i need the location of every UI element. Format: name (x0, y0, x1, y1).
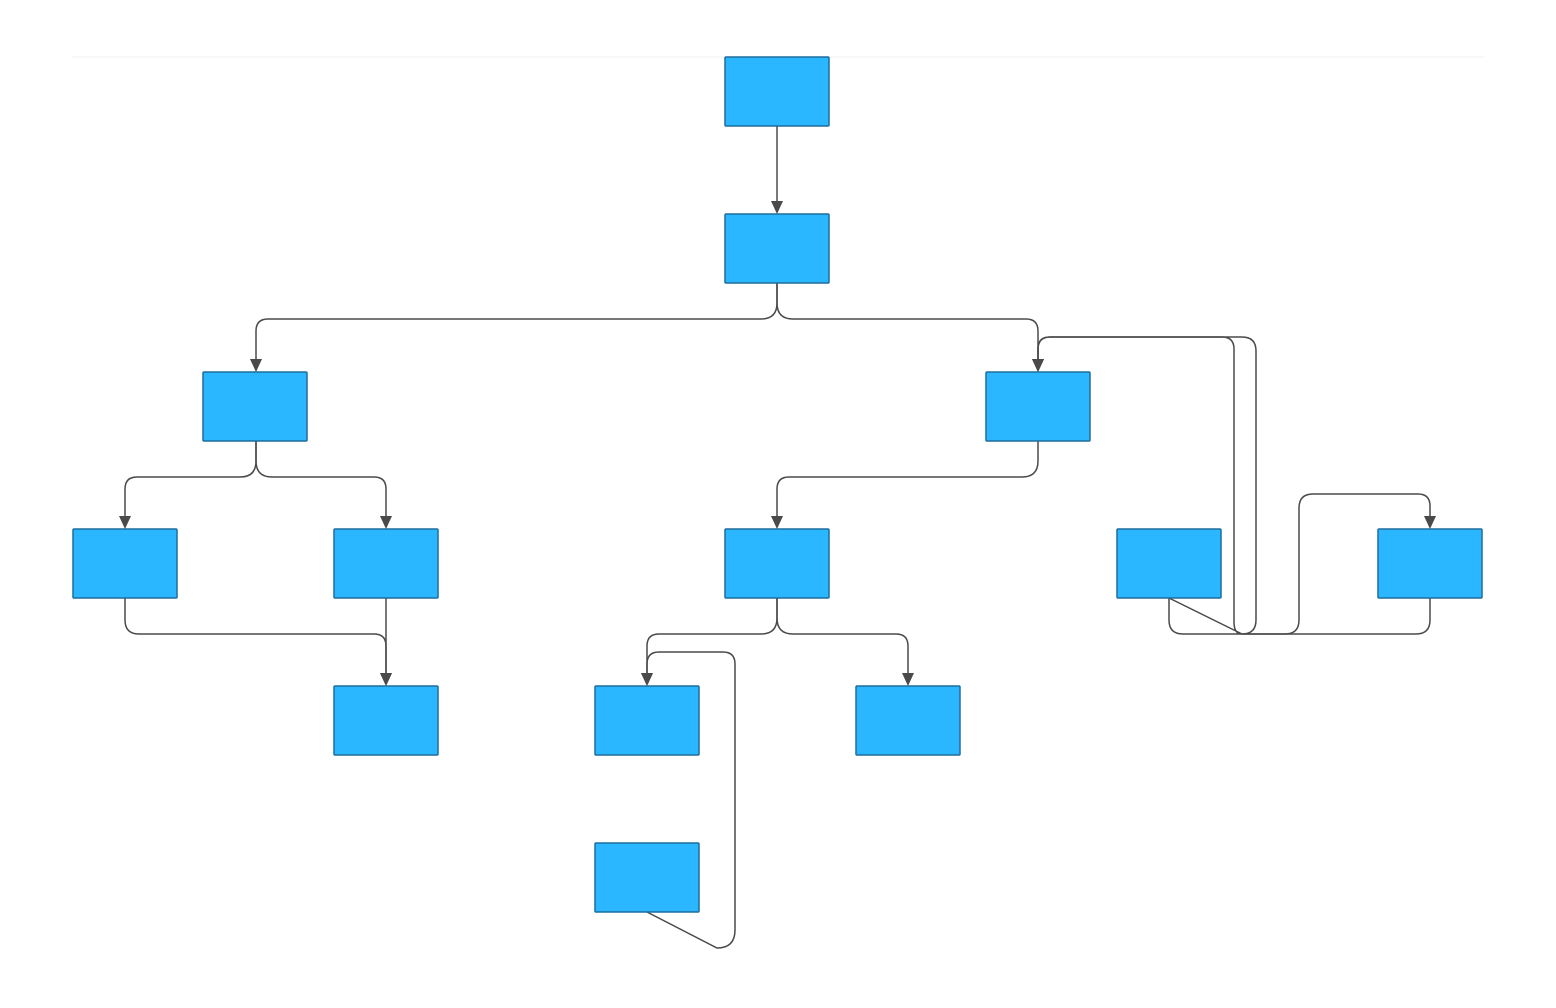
connector-line[interactable] (1168, 493, 1431, 635)
node-n11[interactable] (594, 685, 700, 756)
nodes-layer (72, 56, 1483, 913)
node-n4[interactable] (985, 371, 1091, 442)
node-n2[interactable] (724, 213, 830, 284)
node-n9[interactable] (1377, 528, 1483, 599)
connector-line[interactable] (776, 283, 1039, 361)
process-box[interactable] (72, 528, 178, 599)
edge-n8-to-n9[interactable] (1168, 493, 1436, 635)
process-box[interactable] (333, 685, 439, 756)
process-box[interactable] (1377, 528, 1483, 599)
edge-n3-to-n5[interactable] (119, 441, 257, 529)
edge-n1-to-n2[interactable] (771, 126, 783, 214)
arrowhead-icon (771, 201, 783, 214)
arrowhead-icon (380, 516, 392, 529)
connector-line[interactable] (255, 441, 387, 518)
arrowhead-icon (641, 673, 653, 686)
process-box[interactable] (594, 842, 700, 913)
connector-line[interactable] (124, 598, 387, 675)
arrowhead-icon (771, 516, 783, 529)
process-box[interactable] (333, 528, 439, 599)
node-n3[interactable] (202, 371, 308, 442)
process-box[interactable] (985, 371, 1091, 442)
connector-line[interactable] (776, 441, 1039, 518)
connector-line[interactable] (646, 598, 778, 675)
arrowhead-icon (902, 673, 914, 686)
process-box[interactable] (594, 685, 700, 756)
edge-n5-to-n10[interactable] (124, 598, 392, 686)
edge-n4-to-n7[interactable] (771, 441, 1039, 529)
process-box[interactable] (1116, 528, 1222, 599)
edge-n6-to-n10[interactable] (380, 598, 392, 686)
edge-n2-to-n3[interactable] (250, 283, 778, 372)
arrowhead-icon (1424, 516, 1436, 529)
node-n10[interactable] (333, 685, 439, 756)
connector-line[interactable] (646, 651, 736, 949)
edge-n7-to-n12[interactable] (776, 598, 914, 686)
node-n7[interactable] (724, 528, 830, 599)
arrowhead-icon (1032, 359, 1044, 372)
arrowhead-icon (250, 359, 262, 372)
arrowhead-icon (119, 516, 131, 529)
process-box[interactable] (202, 371, 308, 442)
process-box[interactable] (724, 528, 830, 599)
edge-n9-to-n4[interactable] (1032, 336, 1431, 635)
process-box[interactable] (724, 213, 830, 284)
connector-line[interactable] (776, 598, 909, 675)
arrowhead-icon (380, 673, 392, 686)
edge-n13-to-n11[interactable] (641, 651, 736, 949)
connector-line[interactable] (124, 441, 257, 518)
node-n6[interactable] (333, 528, 439, 599)
node-n1[interactable] (724, 56, 830, 127)
edge-n3-to-n6[interactable] (255, 441, 392, 529)
edges-layer (119, 126, 1436, 949)
process-box[interactable] (855, 685, 961, 756)
edge-n7-to-n11[interactable] (641, 598, 778, 686)
node-n8[interactable] (1116, 528, 1222, 599)
connector-line[interactable] (255, 283, 778, 361)
node-n5[interactable] (72, 528, 178, 599)
node-n13[interactable] (594, 842, 700, 913)
connector-line[interactable] (1037, 336, 1431, 635)
edge-n2-to-n4[interactable] (776, 283, 1044, 372)
node-n12[interactable] (855, 685, 961, 756)
process-box[interactable] (724, 56, 830, 127)
